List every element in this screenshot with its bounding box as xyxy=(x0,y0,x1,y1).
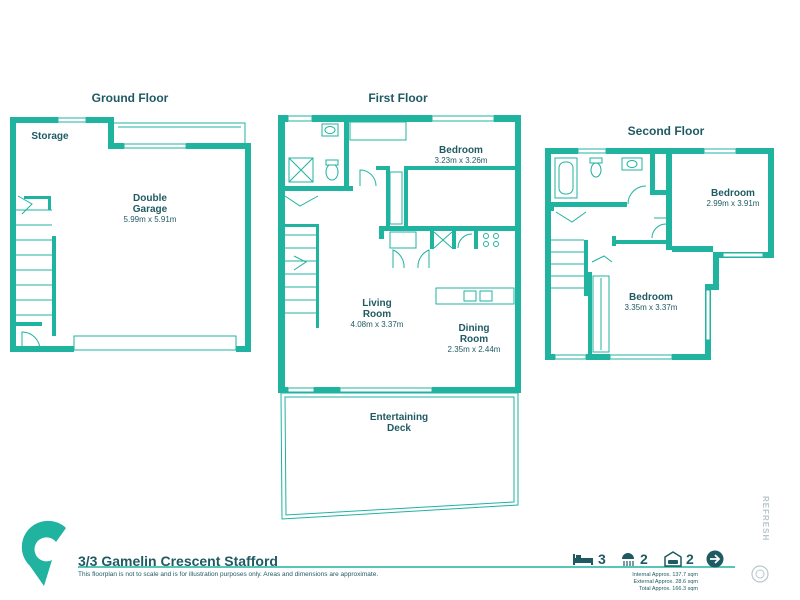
garage-size: 5.99m x 5.91m xyxy=(123,215,177,224)
garage-name-line1: Double xyxy=(133,193,167,204)
garage-name-line2: Garage xyxy=(132,204,168,215)
ground-floor-title: Ground Floor xyxy=(91,91,169,105)
refresh-seal-icon xyxy=(751,565,769,583)
parking-count: 2 xyxy=(686,551,694,567)
bedroom1-label: Bedroom 3.23m x 3.26m xyxy=(421,145,501,166)
internal-area: Internal Approx. 137.7 sqm xyxy=(632,572,698,578)
bedroom3-name: Bedroom xyxy=(629,292,673,303)
bathrooms-feature: 2 xyxy=(620,551,648,567)
dining-name-line1: Dining xyxy=(458,323,490,334)
external-area: External Approx. 28.6 sqm xyxy=(633,579,698,585)
bedroom3-label: Bedroom 3.35m x 3.37m xyxy=(611,292,691,313)
living-name-line2: Room xyxy=(362,309,392,320)
bedroom1-size: 3.23m x 3.26m xyxy=(434,156,488,165)
living-name-line1: Living xyxy=(362,298,392,309)
parking-feature: 2 xyxy=(664,551,694,567)
living-size: 4.08m x 3.37m xyxy=(350,320,404,329)
area-summary: Internal Approx. 137.7 sqm External Appr… xyxy=(632,572,698,593)
living-label: Living Room 4.08m x 3.37m xyxy=(337,298,417,330)
bedrooms-count: 3 xyxy=(598,551,606,567)
total-area: Total Approx. 166.3 sqm xyxy=(638,586,698,592)
storage-label: Storage xyxy=(31,131,69,142)
bed-icon xyxy=(573,554,593,565)
second-floor-plan xyxy=(545,148,774,360)
logo-c-icon xyxy=(21,520,66,586)
deck-label: Entertaining Deck xyxy=(349,412,449,434)
second-floor-title: Second Floor xyxy=(627,124,705,138)
deck-name-line2: Deck xyxy=(387,423,411,434)
deck-name-line1: Entertaining xyxy=(369,412,429,423)
bedrooms-feature: 3 xyxy=(572,551,606,567)
car-icon xyxy=(664,551,682,567)
bathrooms-count: 2 xyxy=(640,551,648,567)
bedroom2-label: Bedroom 2.99m x 3.91m xyxy=(693,188,773,209)
compass-icon xyxy=(706,550,724,568)
disclaimer-text: This floorplan is not to scale and is fo… xyxy=(78,571,379,578)
refresh-watermark: REFRESH xyxy=(761,496,770,542)
dining-label: Dining Room 2.35m x 2.44m xyxy=(434,323,514,355)
address-title: 3/3 Gamelin Crescent Stafford xyxy=(78,553,278,569)
bedroom1-name: Bedroom xyxy=(439,145,483,156)
first-floor-plan xyxy=(278,115,521,520)
dining-name-line2: Room xyxy=(459,334,489,345)
bedroom2-name: Bedroom xyxy=(711,188,755,199)
bedroom3-size: 3.35m x 3.37m xyxy=(624,303,678,312)
shower-icon xyxy=(622,553,634,566)
bedroom2-size: 2.99m x 3.91m xyxy=(706,199,760,208)
ground-floor-plan xyxy=(10,117,251,352)
first-floor-title: First Floor xyxy=(368,91,428,105)
garage-label: Double Garage 5.99m x 5.91m xyxy=(110,193,190,225)
dining-size: 2.35m x 2.44m xyxy=(447,345,501,354)
